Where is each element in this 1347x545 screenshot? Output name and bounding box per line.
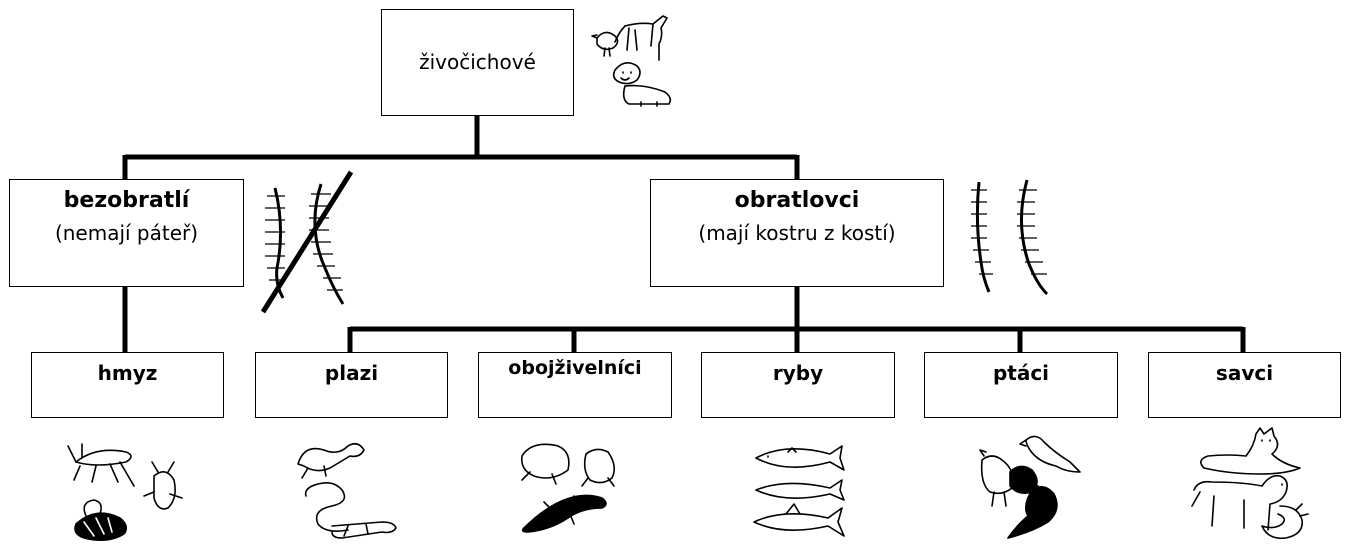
insects-icon	[67, 443, 183, 542]
class-node-ryby: ryby	[701, 352, 895, 418]
vertebrates-node: obratlovci (mají kostru z kostí)	[650, 179, 944, 287]
class-node-ptaci: ptáci	[924, 352, 1118, 418]
crossed-out-spine-icon	[260, 170, 354, 314]
reptiles-icon	[297, 442, 397, 539]
root-node: živočichové	[381, 9, 574, 116]
class-label-savci: savci	[1215, 361, 1274, 385]
spine-icon	[971, 179, 1049, 296]
amphibians-icon	[520, 443, 616, 533]
class-node-hmyz: hmyz	[31, 352, 224, 418]
class-label-obojzivelnici: obojživelníci	[508, 357, 642, 379]
root-label: živočichové	[419, 50, 536, 74]
class-label-ryby: ryby	[772, 361, 824, 385]
vertebrates-note: (mají kostru z kostí)	[698, 221, 896, 245]
class-node-plazi: plazi	[255, 352, 448, 418]
animals-icon	[591, 15, 672, 107]
vertebrates-title: obratlovci	[734, 188, 860, 213]
class-label-plazi: plazi	[324, 361, 379, 385]
class-label-ptaci: ptáci	[992, 361, 1050, 385]
birds-icon	[979, 435, 1081, 539]
class-node-obojzivelnici: obojživelníci	[478, 352, 672, 418]
class-node-savci: savci	[1148, 352, 1341, 418]
fish-icon	[753, 445, 845, 537]
class-label-hmyz: hmyz	[97, 361, 158, 385]
invertebrates-note: (nemají páteř)	[54, 221, 199, 245]
invertebrates-title: bezobratlí	[63, 188, 190, 213]
mammals-icon	[1191, 427, 1309, 540]
invertebrates-node: bezobratlí (nemají páteř)	[9, 179, 244, 287]
